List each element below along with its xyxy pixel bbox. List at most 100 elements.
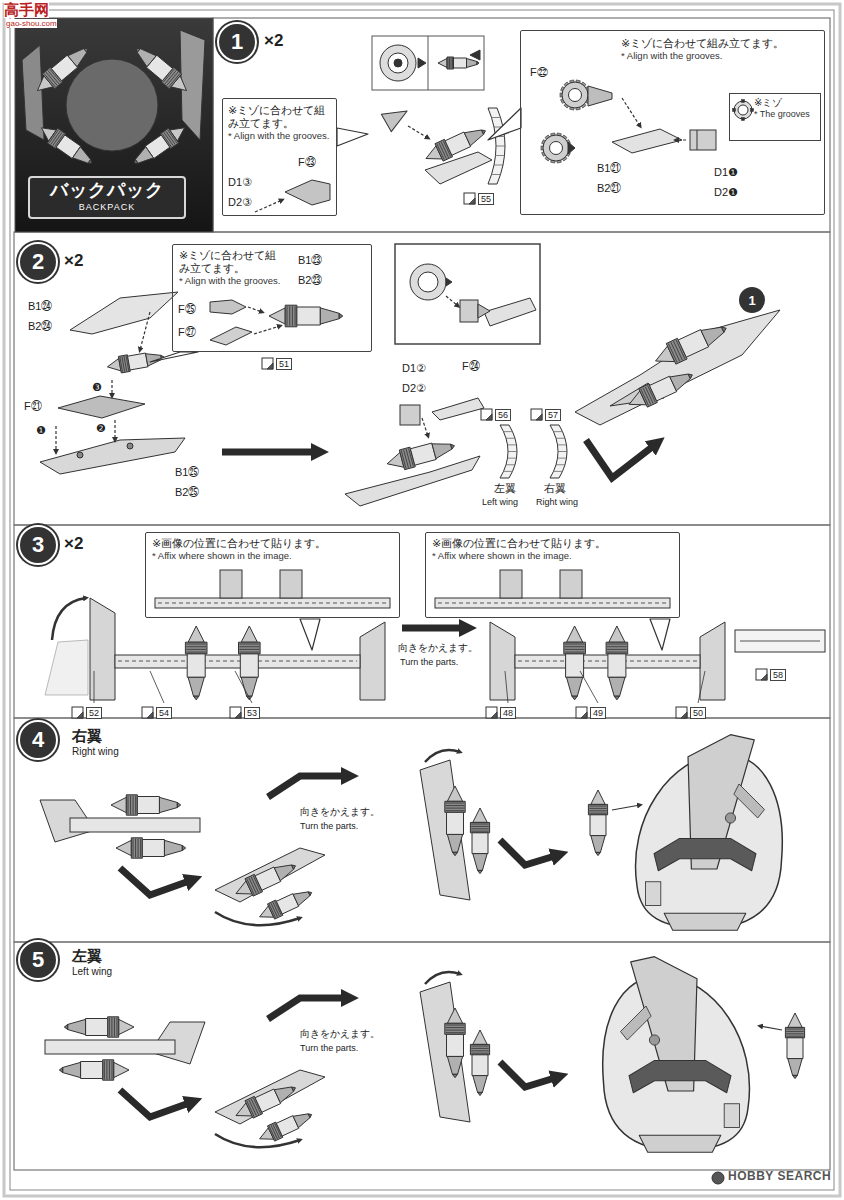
sticker-sheet <box>576 707 587 718</box>
part-rect <box>447 57 454 69</box>
sticker-number: 51 <box>276 358 292 370</box>
part-shape <box>451 443 456 449</box>
part-shape <box>793 1075 798 1078</box>
part-shape <box>64 1024 67 1029</box>
engine-pod <box>651 318 731 372</box>
part-shape <box>308 1113 312 1118</box>
rib-line <box>239 646 259 647</box>
base-part <box>40 438 185 474</box>
node-heading: 4 <box>32 729 44 751</box>
part-shape <box>292 1086 297 1092</box>
engine-pod <box>111 795 181 815</box>
part-label: Turn the parts. <box>400 657 458 667</box>
part-shape <box>133 160 138 165</box>
step-panel <box>213 18 830 232</box>
gear-part <box>541 133 571 163</box>
part-shape <box>464 126 485 146</box>
rib-line <box>452 58 453 69</box>
part-rect <box>447 812 464 834</box>
rib-line <box>138 839 139 858</box>
sticker-icon <box>142 707 153 718</box>
node-heading: ※ミゾに合わせて組み立てます。 <box>621 37 816 50</box>
groove-ring <box>738 105 748 115</box>
node-heading: ※画像の位置に合わせて貼ります。 <box>432 537 673 550</box>
rib-line <box>471 1046 489 1047</box>
rail-part <box>115 655 360 668</box>
part-label: D1② <box>402 362 426 375</box>
part-shape <box>88 160 93 165</box>
strip-tick <box>506 438 515 439</box>
part-label: B2㉔ <box>28 320 52 333</box>
strip-tick <box>494 165 503 166</box>
groove-view <box>418 272 438 292</box>
node-note: * Align with the grooves. <box>179 275 287 286</box>
strip-edge <box>488 108 505 184</box>
rib-line <box>607 646 627 647</box>
part-shape <box>241 626 257 642</box>
part-shape <box>293 888 312 906</box>
part-shape <box>567 626 583 642</box>
quantity-mark: ×2 <box>64 251 83 271</box>
rail-part <box>70 818 200 832</box>
part-label: F㉔ <box>462 360 480 373</box>
part-shape <box>159 797 177 812</box>
part-circle <box>569 89 582 102</box>
sticker-number: 49 <box>590 707 606 719</box>
pod-detail <box>560 570 582 598</box>
part-shape <box>68 45 90 67</box>
part-shape <box>133 147 154 167</box>
sticker-strip <box>550 425 567 478</box>
assembly-arrow <box>248 307 262 312</box>
assembly-arrow <box>55 426 56 452</box>
part-rect <box>297 307 320 325</box>
sticker-icon <box>531 409 542 420</box>
page-frame <box>4 4 840 1196</box>
part-shape <box>609 626 625 642</box>
strip-tick <box>492 117 501 118</box>
sticker-fold <box>267 363 273 369</box>
sticker-icon <box>464 193 475 204</box>
engine-pod <box>239 626 261 700</box>
rib-line <box>109 1061 110 1080</box>
part-shape <box>293 1110 312 1128</box>
pod-detail <box>280 570 302 598</box>
rib-line <box>589 810 607 811</box>
fin-part <box>420 760 470 900</box>
sticker-icon <box>481 409 492 420</box>
part-label: Left wing <box>482 497 518 507</box>
plate-part <box>210 327 252 345</box>
sticker-strip <box>488 108 505 184</box>
robot-visor <box>654 838 756 870</box>
rib-line <box>607 652 627 653</box>
groove-view <box>388 53 408 73</box>
sticker-strip <box>500 425 517 478</box>
step-arrow <box>222 449 318 456</box>
part-rect <box>590 815 606 836</box>
engine-pod <box>606 626 628 700</box>
rotate-arrow <box>425 972 460 984</box>
sticker-strip <box>735 630 825 652</box>
strip-tick <box>496 146 505 147</box>
bolt-part <box>210 300 246 314</box>
step-arrow <box>268 776 348 797</box>
part-shape <box>591 790 605 804</box>
part-rect <box>137 797 159 814</box>
strip-tick <box>504 431 513 432</box>
part-rect <box>606 642 628 654</box>
part-shape <box>478 870 483 873</box>
strip-tick <box>496 155 505 156</box>
sticker-fold <box>235 712 241 718</box>
groove-notch <box>742 118 745 121</box>
robot-chin <box>664 913 746 930</box>
part-rect <box>103 1060 114 1080</box>
part-shape <box>274 1083 295 1103</box>
rib-line <box>186 644 206 645</box>
leader-line <box>150 671 164 703</box>
engine-pod <box>256 1107 315 1146</box>
leader-line <box>698 671 705 703</box>
assembly-arrow <box>255 200 282 212</box>
rib-line <box>104 1061 105 1080</box>
robot-panel <box>734 784 765 818</box>
sticker-number: 55 <box>478 193 494 205</box>
callout-pointer <box>150 352 198 362</box>
